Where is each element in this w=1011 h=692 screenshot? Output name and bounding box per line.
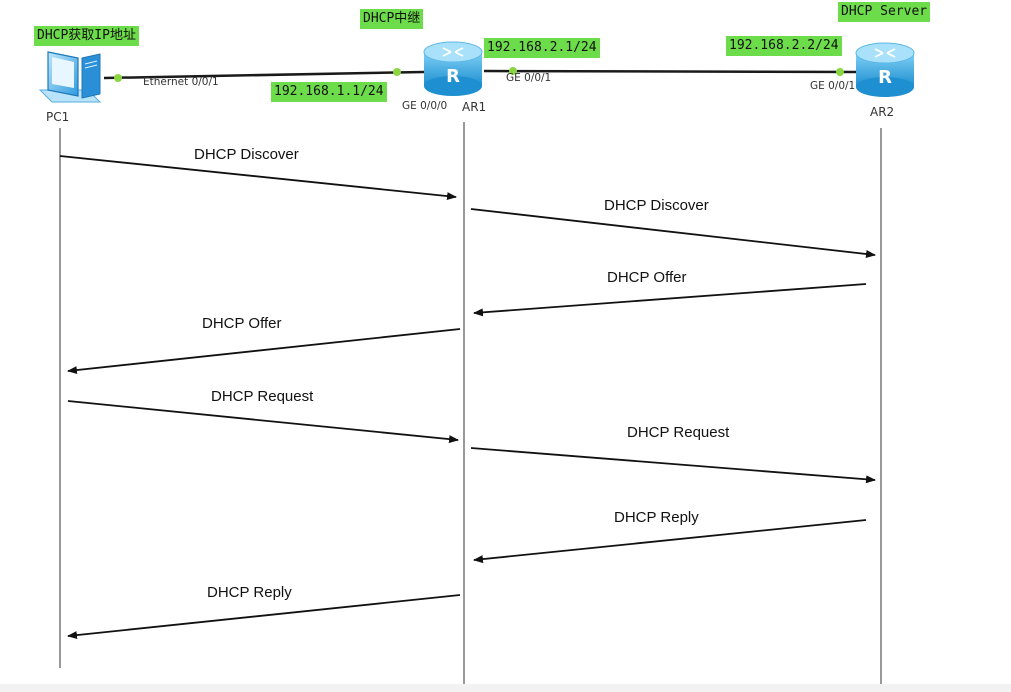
node-label-ar1: AR1 [462, 100, 487, 114]
bottom-strip [0, 684, 1011, 692]
message-label: DHCP Request [627, 424, 730, 441]
message-arrow [67, 594, 461, 640]
pc-icon[interactable] [38, 51, 102, 103]
message-label: DHCP Request [211, 388, 314, 405]
message-label: DHCP Offer [202, 315, 282, 332]
message-arrow [67, 400, 459, 444]
message-arrow [473, 283, 867, 317]
router-icon-ar1[interactable] [423, 41, 483, 96]
message-arrows [59, 155, 876, 640]
message-label: DHCP Discover [194, 146, 299, 163]
port-label-ar1-g000: GE 0/0/0 [402, 100, 448, 112]
node-label-ar2: AR2 [870, 105, 895, 119]
port-label-ar2-g001: GE 0/0/1 [810, 80, 856, 92]
port-label-ar1-g001: GE 0/0/1 [506, 72, 552, 84]
port-dot-ar2-g001 [836, 68, 844, 76]
message-arrow [59, 155, 457, 201]
tag-ar1-g000-ip: 192.168.1.1/24 [271, 82, 387, 102]
message-arrow [470, 208, 876, 258]
message-label: DHCP Reply [614, 509, 699, 526]
link-ar1-ar2 [483, 69, 859, 74]
message-label: DHCP Reply [207, 584, 292, 601]
message-label: DHCP Offer [607, 269, 687, 286]
tag-relay-role: DHCP中继 [360, 9, 424, 29]
tag-server-role: DHCP Server [838, 2, 931, 22]
tag-ar1-g001-ip: 192.168.2.1/24 [484, 38, 600, 58]
router-icon-ar2[interactable] [855, 42, 915, 97]
port-dot-pc1-eth [114, 74, 122, 82]
port-label-pc1-eth: Ethernet 0/0/1 [143, 76, 219, 88]
router-glyph-ar2: R [878, 67, 892, 88]
node-label-pc1: PC1 [46, 110, 70, 124]
port-dot-ar1-g000 [393, 68, 401, 76]
link-pc1-ar1 [103, 70, 425, 80]
port-dot-ar1-g001 [509, 67, 517, 75]
tag-pc-role: DHCP获取IP地址 [34, 26, 139, 46]
message-arrow [473, 519, 867, 564]
message-label: DHCP Discover [604, 197, 709, 214]
tag-ar2-g001-ip: 192.168.2.2/24 [726, 36, 842, 56]
message-arrow [67, 328, 461, 375]
router-glyph-ar1: R [446, 66, 460, 87]
message-arrow [470, 447, 876, 484]
